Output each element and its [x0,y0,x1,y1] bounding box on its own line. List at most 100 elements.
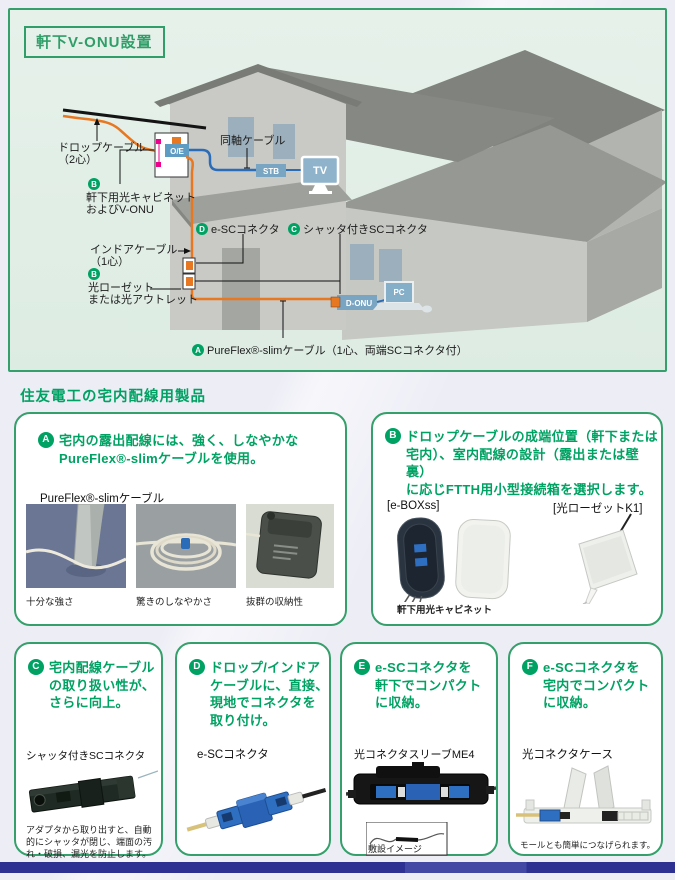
gable-window-1 [228,117,254,157]
card-a-heading-text: 宅内の露出配線には、強く、しなやかな PureFlex®-slimケーブルを使用… [59,432,298,467]
drop-cable-label-1: ドロップケーブル [58,142,146,154]
card-junction-boxes: B ドロップケーブルの成端位置（軒下または 宅内）、室内配線の設計（露出または壁… [371,412,663,626]
cabinet-label-2: およびV-ONU [86,204,154,216]
card-f-line3: に収納。 [543,695,597,710]
donu-pc-cable [376,299,386,303]
card-e-line1: e-SCコネクタを [375,660,472,675]
card-esc-connector: D ドロップ/インドア ケーブルに、直接、 現地でコネクタを 取り付け。 e-S… [175,642,331,856]
installation-diagram-panel: O/E STB TV D-ONU PC [8,8,667,372]
stb-box [256,164,286,177]
card-d-product-name: e-SCコネクタ [197,749,269,761]
card-b-heading-text: ドロップケーブルの成端位置（軒下または 宅内）、室内配線の設計（露出または壁裏）… [406,428,661,498]
rosette-plug-upper [186,261,193,270]
rosette-plug-lower [186,277,193,286]
pureflex-label: PureFlex®-slimケーブル（1心、両端SCコネクタ付） [207,345,468,357]
donu-label: D-ONU [346,299,372,308]
esc-label-row: D e-SCコネクタ [196,221,280,237]
card-connector-sleeve: E e-SCコネクタを 軒下でコンパクト に収納。 光コネクタスリーブME4 敷… [340,642,498,856]
card-d-line4: 取り付け。 [210,712,276,728]
photo-esc-connector [186,788,327,832]
tv-screen [300,155,340,186]
fiber-point-2 [156,162,161,167]
card-f-line1: e-SCコネクタを [543,660,640,675]
card-e-line3: に収納。 [375,695,429,710]
shutter-label: シャッタ付きSCコネクタ [303,224,428,236]
tv-stand [312,185,328,191]
photo-cable-strength [26,504,126,588]
awning-edge [172,200,192,229]
photo-connector-sleeve-me4 [346,762,496,805]
card-d-line1: ドロップ/インドア [210,660,321,675]
shutter-badge: C [288,223,300,235]
card-e-product-name: 光コネクタスリーブME4 [354,749,475,761]
shutter-label-row: C シャッタ付きSCコネクタ [288,221,428,237]
card-b-heading: B ドロップケーブルの成端位置（軒下または 宅内）、室内配線の設計（露出または壁… [385,428,661,498]
card-e-caption: 敷設イメージ [368,844,422,854]
drop-cable-label-2: （2心） [58,154,98,166]
cabinet-badge: B [88,178,100,190]
card-d-badge: D [189,659,205,675]
card-f-note: モールとも簡単につなげられます。 [520,840,656,850]
pureflex-badge: A [192,344,204,356]
photo-rosette-k1 [578,513,638,604]
rosette-label-1: 光ローゼット [88,282,154,294]
pc-keyboard [373,303,425,310]
indoor-cable-label-2: （1心） [90,256,130,268]
card-a-line1: 宅内の露出配線には、強く、しなやかな [59,433,299,448]
card-e-badge: E [354,659,370,675]
wing-right-wall [587,208,662,322]
stb-label: STB [263,167,279,176]
card-c-line3: さらに向上。 [49,695,129,710]
card-b-badge: B [385,428,401,444]
coax-cable [189,148,256,172]
tower-roof [400,50,665,168]
awning-roof [172,178,352,224]
card-c-product-name: シャッタ付きSCコネクタ [26,750,146,762]
oe-label: O/E [170,147,184,156]
wing-roof [325,125,665,242]
card-f-line2: 宅内でコンパクト [543,677,650,693]
aerial-line [62,108,207,130]
card-e-heading: E e-SCコネクタを 軒下でコンパクト に収納。 [354,659,481,712]
card-shutter-connector: C 宅内配線ケーブル の取り扱い性が、 さらに向上。 シャッタ付きSCコネクタ … [14,642,163,859]
drop-cable [62,114,157,153]
rosette-badge: B [88,268,100,280]
card-pureflex-cable: A 宅内の露出配線には、強く、しなやかな PureFlex®-slimケーブルを… [14,412,347,626]
drop-pointer-arrow [94,118,100,125]
diagram-title: 軒下V-ONU設置 [24,26,165,58]
fiber-point-1 [156,139,161,144]
pc-mouse [422,305,432,313]
cabinet-onu-module [172,137,181,146]
card-c-line2: の取り扱い性が、 [49,677,156,693]
indoor-cable [185,155,333,301]
card-b-item1-label: [e-BOXss] [387,500,440,512]
photo-connector-case [516,765,652,824]
card-f-heading: F e-SCコネクタを 宅内でコンパクト に収納。 [522,659,649,712]
card-d-line3: 現地でコネクタを [210,695,316,710]
card-e-heading-text: e-SCコネクタを 軒下でコンパクト に収納。 [375,659,481,712]
card-f-badge: F [522,659,538,675]
card-a-line2: PureFlex®-slimケーブルを使用。 [59,450,264,466]
card-e-line2: 軒下でコンパクト [375,677,482,693]
esc-badge: D [196,223,208,235]
card-connector-case: F e-SCコネクタを 宅内でコンパクト に収納。 光コネクタケース モールとも… [508,642,663,856]
pc-label: PC [393,288,404,297]
card-b-line3: に応じFTTH用小型接続箱を選択します。 [406,481,652,497]
gable-window-2 [273,124,295,159]
footer-accent-bar [0,862,675,873]
card-d-heading-text: ドロップ/インドア ケーブルに、直接、 現地でコネクタを 取り付け。 [210,659,329,729]
door [222,248,260,330]
indoor-pointer-arrow [184,248,191,254]
card-c-line1: 宅内配線ケーブル [49,660,155,675]
donu-connector [330,296,341,308]
photo-cable-flexibility [136,504,236,588]
wing-window-1 [350,244,374,280]
card-a-heading: A 宅内の露出配線には、強く、しなやかな PureFlex®-slimケーブルを… [38,432,298,467]
photo-shutter-sc-connector [28,770,158,813]
pureflex-label-row: A PureFlex®-slimケーブル（1心、両端SCコネクタ付） [192,342,468,358]
card-f-product-name: 光コネクタケース [522,749,613,761]
coax-label: 同軸ケーブル [220,135,286,147]
cabinet-pointer [119,149,154,184]
card-c-badge: C [28,659,44,675]
